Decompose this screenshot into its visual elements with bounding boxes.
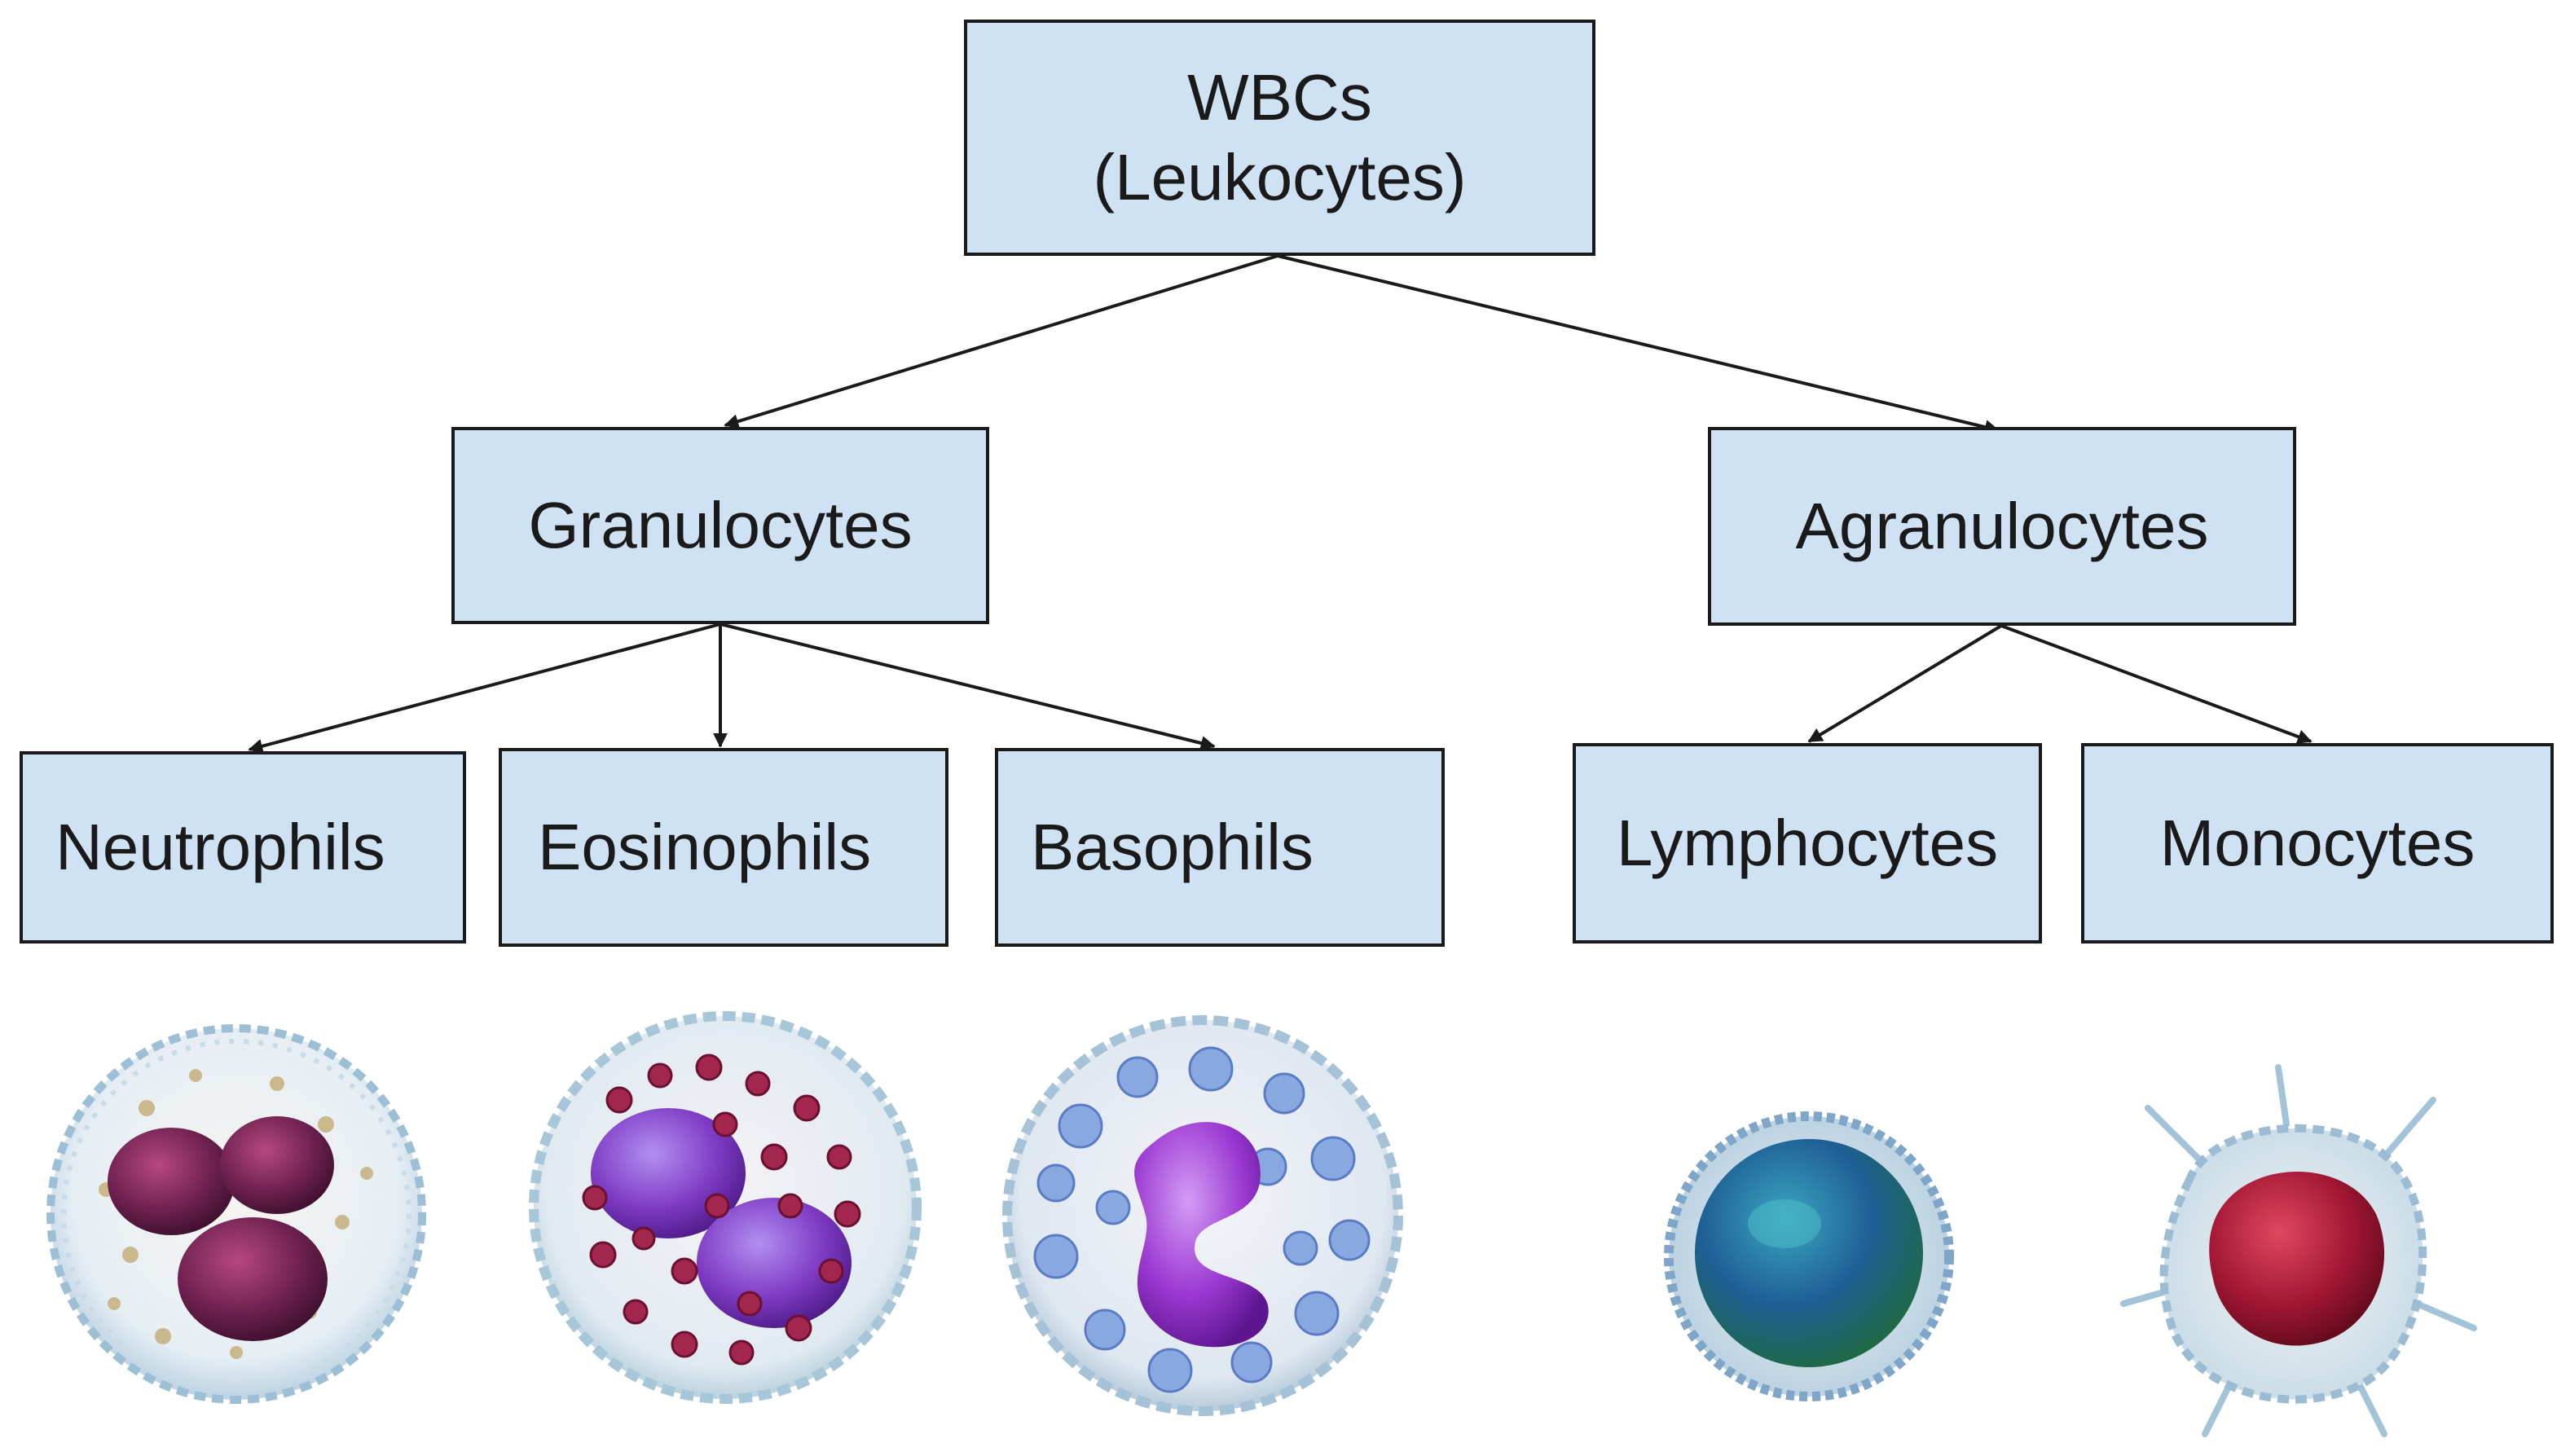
agranulocytes-label: Agranulocytes — [1795, 490, 2209, 563]
arrow-root-to-granulocytes — [724, 254, 1278, 429]
lymphocyte-cell-image — [1664, 1111, 1954, 1401]
agranulocytes-node: Agranulocytes — [1708, 427, 2296, 626]
basophils-label: Basophils — [1031, 811, 1314, 884]
arrow-agranulocytes-to-lymphocytes — [1807, 624, 2003, 743]
arrow-granulocytes-to-neutrophils — [248, 622, 721, 754]
monocyte-cell-image — [2120, 1064, 2477, 1437]
granulocytes-node: Granulocytes — [451, 427, 989, 624]
monocytes-node: Monocytes — [2081, 743, 2554, 944]
lymphocytes-label: Lymphocytes — [1616, 807, 1999, 880]
root-label: WBCs (Leukocytes) — [1093, 61, 1467, 213]
eosinophil-cell-image — [529, 1011, 922, 1404]
granulocytes-label: Granulocytes — [528, 489, 913, 562]
monocytes-label: Monocytes — [2159, 807, 2475, 880]
root-node: WBCs (Leukocytes) — [964, 20, 1595, 256]
eosinophils-node: Eosinophils — [499, 748, 948, 947]
basophils-node: Basophils — [995, 748, 1445, 947]
arrow-granulocytes-to-basophils — [720, 622, 1216, 750]
basophil-cell-image — [1002, 1015, 1403, 1416]
eosinophils-label: Eosinophils — [538, 811, 872, 884]
lymphocytes-node: Lymphocytes — [1573, 743, 2042, 944]
neutrophil-cell-image — [46, 1024, 426, 1404]
neutrophils-label: Neutrophils — [55, 811, 385, 884]
neutrophils-node: Neutrophils — [20, 751, 466, 944]
arrow-agranulocytes-to-monocytes — [2000, 624, 2313, 744]
arrow-root-to-agranulocytes — [1277, 254, 2000, 434]
